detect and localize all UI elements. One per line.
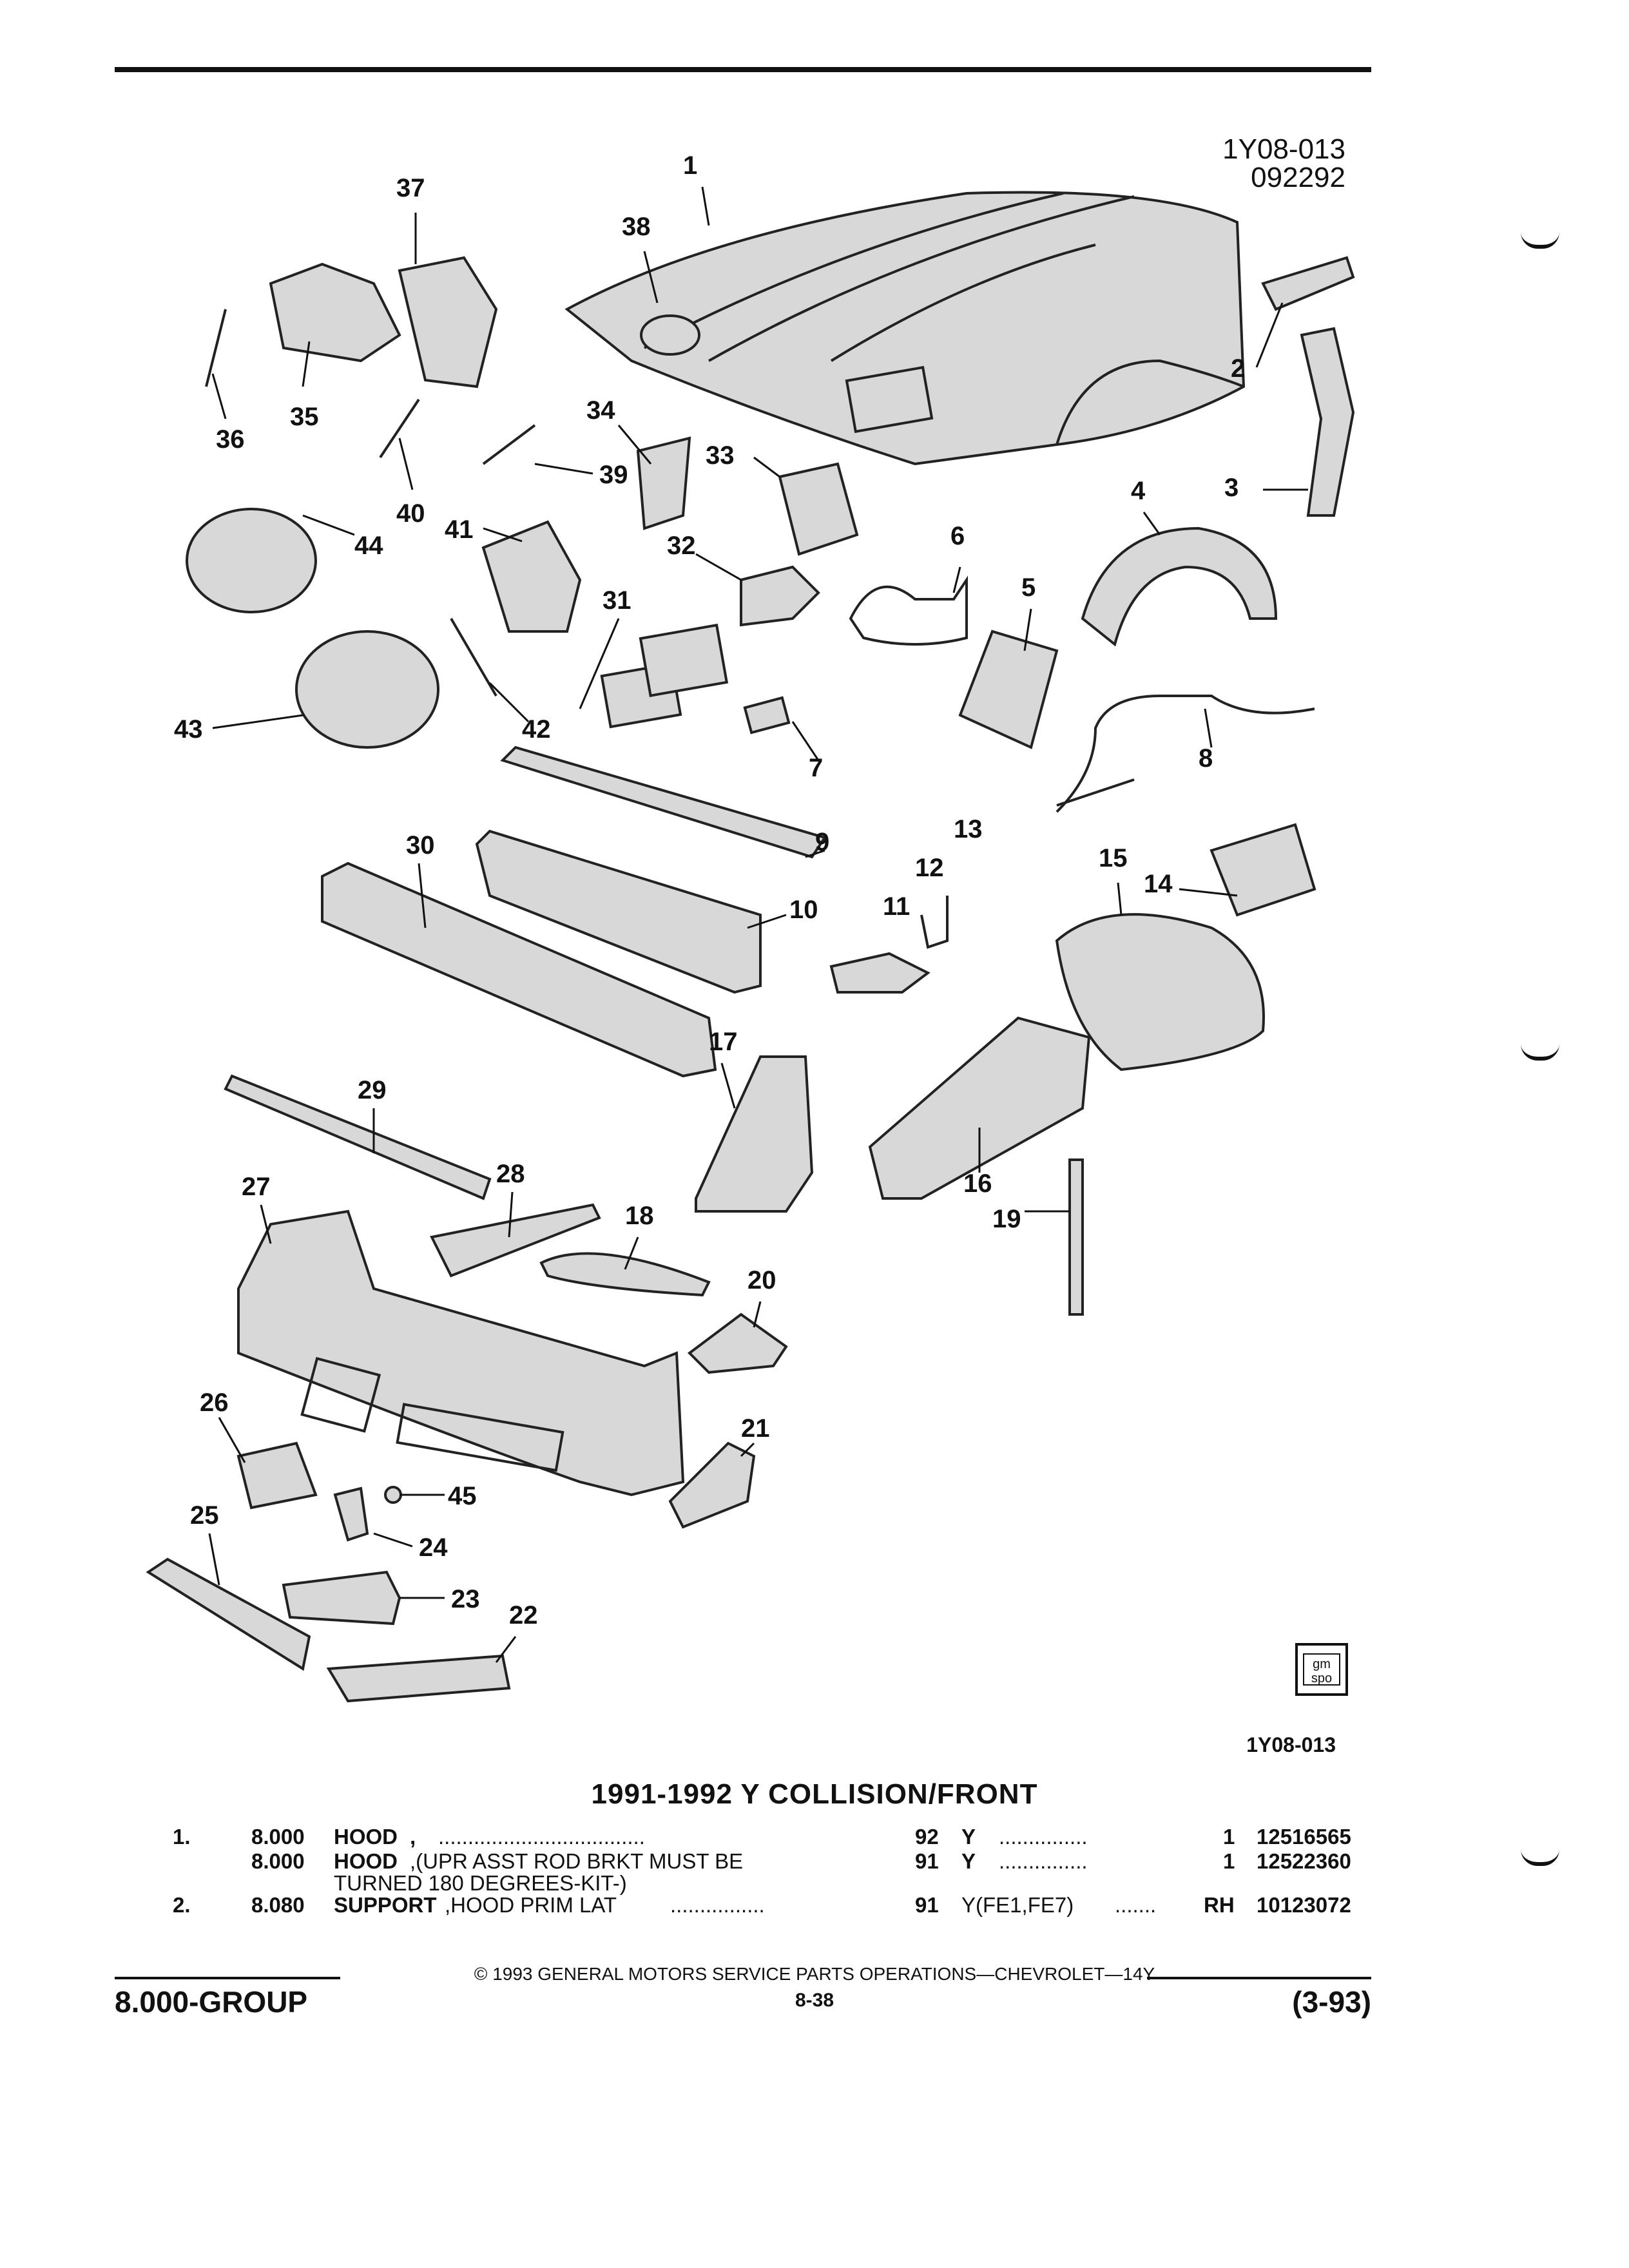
callout-37: 37 <box>396 174 425 202</box>
margin-mark <box>1521 1849 1559 1866</box>
callout-41: 41 <box>445 515 474 544</box>
callout-30: 30 <box>406 831 435 860</box>
callout-19: 19 <box>992 1205 1021 1233</box>
part-number: 10123072 <box>1257 1893 1351 1917</box>
part-description: HOOD <box>334 1825 398 1849</box>
callout-7: 7 <box>809 754 823 782</box>
callout-20: 20 <box>747 1266 776 1294</box>
footer-rule-left <box>115 1977 340 1979</box>
callout-4: 4 <box>1131 477 1146 505</box>
revision-date: (3-93) <box>1292 1985 1371 2019</box>
model-year: 92 <box>915 1825 939 1849</box>
callout-32: 32 <box>667 532 696 560</box>
callout-38: 38 <box>622 213 651 241</box>
callout-2: 2 <box>1231 354 1245 383</box>
callout-28: 28 <box>496 1160 525 1188</box>
diagram-code: 1Y08-013 <box>1222 133 1345 165</box>
callout-12: 12 <box>915 854 944 882</box>
callout-17: 17 <box>709 1028 738 1056</box>
callout-13: 13 <box>954 815 983 843</box>
part-description: SUPPORT <box>334 1893 437 1917</box>
model-code: Y <box>961 1825 976 1849</box>
callout-36: 36 <box>216 425 245 454</box>
quantity: RH <box>1204 1893 1235 1917</box>
model-code: Y <box>961 1849 976 1873</box>
part-description-suffix: ,HOOD PRIM LAT <box>445 1893 617 1917</box>
callout-9: 9 <box>815 828 829 856</box>
callout-5: 5 <box>1021 573 1036 602</box>
group-number: 8.000 <box>251 1849 305 1873</box>
callout-23: 23 <box>451 1585 480 1613</box>
part-description-suffix: , <box>410 1825 416 1849</box>
callout-21: 21 <box>741 1414 770 1443</box>
callout-35: 35 <box>290 403 319 431</box>
callout-22: 22 <box>509 1601 538 1629</box>
group-number: 8.080 <box>251 1893 305 1917</box>
front-fascia-part <box>237 1209 685 1497</box>
callout-43: 43 <box>174 715 203 744</box>
page-number: 8-38 <box>795 1990 834 2011</box>
gm-spo-logo: gm spo <box>1295 1643 1348 1696</box>
callout-1: 1 <box>683 151 697 180</box>
leader-dots: ................................... <box>438 1825 645 1849</box>
part-number: 12516565 <box>1257 1825 1351 1849</box>
callout-29: 29 <box>358 1076 387 1104</box>
callout-11: 11 <box>883 892 910 921</box>
callout-27: 27 <box>242 1173 271 1201</box>
leader-dots: ............... <box>999 1849 1088 1873</box>
parts-row: 2. 8.080 SUPPORT ,HOOD PRIM LAT ........… <box>0 1893 1629 1919</box>
part-description-line2: TURNED 180 DEGREES-KIT-) <box>334 1871 627 1895</box>
callout-24: 24 <box>419 1533 448 1562</box>
group-label: 8.000-GROUP <box>115 1985 308 2019</box>
callout-39: 39 <box>599 461 628 489</box>
callout-26: 26 <box>200 1389 229 1417</box>
callout-42: 42 <box>522 715 551 744</box>
footer-rule-right <box>1147 1977 1371 1979</box>
model-year: 91 <box>915 1849 939 1873</box>
callout-18: 18 <box>625 1202 654 1230</box>
top-rule <box>115 67 1371 72</box>
callout-15: 15 <box>1099 844 1128 872</box>
margin-mark <box>1521 232 1559 249</box>
callout-40: 40 <box>396 499 425 528</box>
item-number: 1. <box>173 1825 191 1849</box>
callout-44: 44 <box>354 532 383 560</box>
item-number: 2. <box>173 1893 191 1917</box>
leader-dots: ....... <box>1115 1893 1157 1917</box>
parts-row: 8.000 HOOD ,(UPR ASST ROD BRKT MUST BE T… <box>0 1849 1629 1901</box>
callout-3: 3 <box>1224 474 1239 502</box>
hood-part <box>564 191 1246 466</box>
parts-row: 1. 8.000 HOOD , ........................… <box>0 1825 1629 1850</box>
copyright-line: © 1993 GENERAL MOTORS SERVICE PARTS OPER… <box>474 1964 1155 1984</box>
margin-mark <box>1521 1044 1559 1061</box>
callout-16: 16 <box>963 1169 992 1198</box>
callout-31: 31 <box>602 586 631 615</box>
diagram-code-bottom: 1Y08-013 <box>1246 1733 1336 1756</box>
callout-14: 14 <box>1144 870 1173 898</box>
callout-45: 45 <box>448 1482 477 1510</box>
diagram-date-code: 092292 <box>1251 162 1345 193</box>
group-number: 8.000 <box>251 1825 305 1849</box>
quantity: 1 <box>1223 1849 1235 1873</box>
callout-33: 33 <box>706 441 735 470</box>
section-title: 1991-1992 Y COLLISION/FRONT <box>591 1778 1038 1810</box>
callout-25: 25 <box>190 1501 219 1530</box>
quantity: 1 <box>1223 1825 1235 1849</box>
callout-8: 8 <box>1199 744 1213 773</box>
callout-6: 6 <box>950 522 965 550</box>
callout-34: 34 <box>586 396 615 425</box>
part-number: 12522360 <box>1257 1849 1351 1873</box>
leader-dots: ............... <box>999 1825 1088 1849</box>
part-description: HOOD <box>334 1849 398 1873</box>
leader-dots: ................ <box>670 1893 765 1917</box>
model-year: 91 <box>915 1893 939 1917</box>
callout-10: 10 <box>789 896 818 924</box>
model-code: Y(FE1,FE7) <box>961 1893 1074 1917</box>
part-description-suffix: ,(UPR ASST ROD BRKT MUST BE <box>410 1849 744 1873</box>
